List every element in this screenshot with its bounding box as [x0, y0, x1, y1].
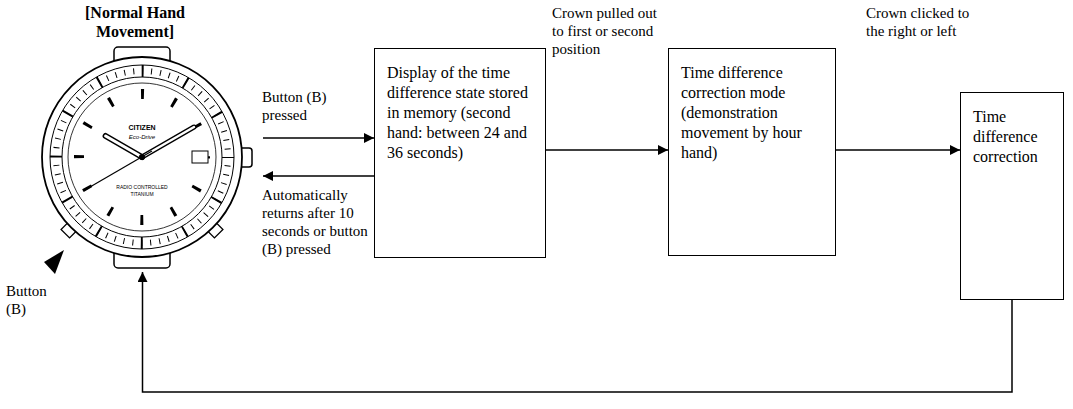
second-hand [85, 151, 152, 190]
hand-pivot [139, 154, 145, 160]
node-text: Display of the time difference state sto… [387, 63, 535, 163]
watch-bezel [50, 65, 234, 249]
node-text: Time difference correction mode (demonst… [681, 63, 825, 163]
bezel-ticks [56, 71, 228, 243]
flow-arrow [836, 149, 960, 151]
edge-label: Button (B) pressed [262, 88, 352, 124]
dial-text: Eco-Drive [128, 134, 156, 141]
edge-label: Crown pulled out to first or second posi… [552, 4, 664, 58]
node-text: Time difference correction [973, 107, 1053, 167]
process-box: Time difference correction mode (demonst… [668, 48, 836, 256]
dial-text: RADIO CONTROLLED [115, 185, 168, 191]
flow-arrow [263, 175, 374, 177]
flow-arrow [143, 272, 1013, 392]
dial-brand: CITIZEN [127, 124, 156, 132]
watch-dial [68, 83, 216, 231]
node-heading: [Normal Hand Movement] [60, 3, 210, 41]
bezel-major-ticks [56, 71, 228, 243]
callout-label: Button (B) [6, 282, 56, 318]
process-box: Display of the time difference state sto… [374, 48, 546, 258]
pointer-triangle [44, 250, 64, 274]
flow-arrow [546, 149, 668, 151]
watch-dial-ring [62, 77, 222, 237]
edge-label: Automatically returns after 10 seconds o… [262, 186, 370, 258]
process-box: Time difference correction [960, 92, 1064, 300]
watch-case [42, 57, 242, 257]
date-window [192, 151, 208, 163]
hour-markers [79, 94, 205, 220]
flow-arrow [263, 137, 374, 139]
edge-label: Crown clicked to the right or left [866, 4, 984, 40]
dial-text: TITANIUM [129, 192, 154, 198]
watch-figure: [Normal Hand Movement] [30, 45, 255, 270]
